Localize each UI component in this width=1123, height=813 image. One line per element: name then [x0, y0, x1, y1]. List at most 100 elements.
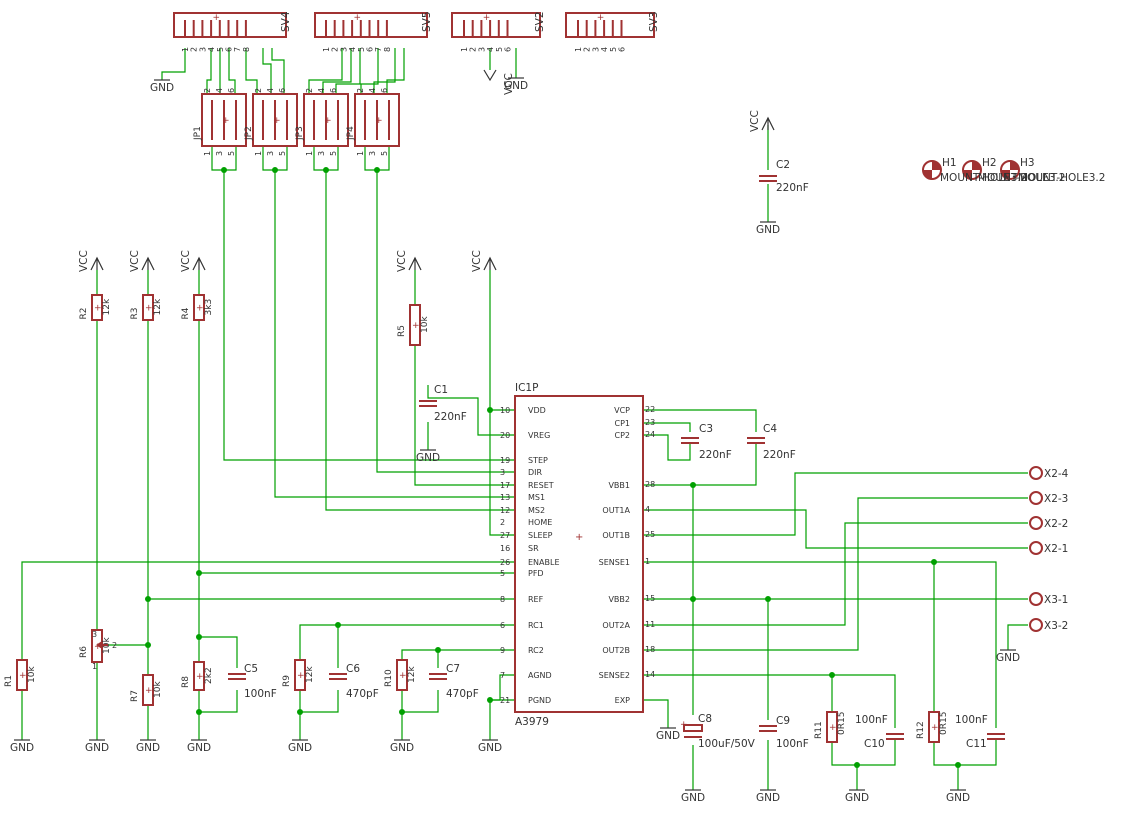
ic-pin-label: ENABLE	[528, 558, 560, 567]
resistor-body	[396, 659, 408, 691]
header-pin-label: 2	[583, 47, 592, 52]
header-pin-label: 3	[477, 47, 486, 52]
resistor-name: R7	[130, 690, 140, 702]
jumper-pin-label-top: 4	[215, 88, 224, 93]
capacitor-value: 220nF	[763, 449, 796, 461]
gnd-label: GND	[187, 742, 211, 754]
ic-pin-label: VBB2	[608, 595, 630, 604]
header-pin-label: 6	[618, 47, 627, 52]
header-pin-label: 1	[460, 47, 469, 52]
gnd-label: GND	[756, 792, 780, 804]
header-pin-label: 4	[600, 47, 609, 52]
ic-pin-label: MS1	[528, 493, 545, 502]
vcc-label: VCC	[180, 250, 192, 272]
ic-pin-number: 21	[500, 696, 510, 705]
capacitor-name: C8	[698, 713, 712, 725]
mount-hole-name: H1	[942, 157, 957, 169]
resistor-value: 12k	[407, 666, 417, 683]
header-pin-label: 5	[495, 47, 504, 52]
resistor-value: 2k2	[204, 667, 214, 684]
capacitor-plate	[683, 724, 703, 732]
resistor-value: 12k	[305, 666, 315, 683]
resistor-name: R10	[384, 669, 394, 687]
ic-pin-number: 28	[645, 480, 655, 489]
header-pin-label: 6	[225, 47, 234, 52]
jumper-pin-label-bottom: 3	[317, 151, 326, 156]
jumper-name: JP3	[295, 126, 305, 141]
mount-hole-quadrant	[1001, 170, 1010, 179]
capacitor-name: C5	[244, 663, 258, 675]
capacitor-name: C2	[776, 159, 790, 171]
ic-pin-number: 14	[645, 670, 655, 679]
jumper-pin-label-top: 2	[254, 88, 263, 93]
ic-pin-label: SENSE2	[599, 671, 630, 680]
resistor-value: 12k	[102, 298, 112, 315]
resistor-origin: +	[196, 672, 204, 682]
header-pin-label: 6	[366, 47, 375, 52]
gnd-label: GND	[288, 742, 312, 754]
ic-pin-number: 2	[500, 518, 505, 527]
ic-pin-number: 11	[645, 620, 655, 629]
header-origin: +	[597, 13, 605, 23]
header-sv2: SV2	[451, 11, 546, 38]
r6-pin-3: 3	[92, 630, 97, 639]
ic-pin-number: 5	[500, 569, 505, 578]
gnd-label: GND	[946, 792, 970, 804]
resistor-name: R3	[130, 308, 140, 320]
ic-pin-number: 18	[645, 645, 655, 654]
resistor-body	[16, 659, 28, 691]
ic-pin-label: AGND	[528, 671, 552, 680]
junctions	[145, 167, 961, 768]
connector-label: X3-2	[1044, 620, 1068, 632]
resistor-name: R11	[814, 721, 824, 739]
header-pin-label: 2	[190, 47, 199, 52]
header-pin-label: 2	[331, 47, 340, 52]
capacitor-name: C4	[763, 423, 777, 435]
ic-pin-label: VREG	[528, 431, 550, 440]
resistor-origin: +	[196, 304, 204, 314]
header-origin: +	[212, 13, 220, 23]
jumper-pin-label-top: 2	[305, 88, 314, 93]
ic-pin-label: VCP	[614, 406, 630, 415]
mount-hole-quadrant	[972, 161, 981, 170]
resistor-name: R1	[4, 675, 14, 687]
header-pin-label: 3	[339, 47, 348, 52]
ic-pin-label: SENSE1	[599, 558, 630, 567]
jumper-origin: +	[222, 116, 230, 126]
resistor-origin: +	[399, 671, 407, 681]
jumper-body	[354, 93, 400, 147]
resistor-name: R6	[79, 646, 89, 658]
jumper-pin-label-top: 4	[317, 88, 326, 93]
jumper-pin-label-bottom: 1	[254, 151, 263, 156]
capacitor-value: 470pF	[346, 688, 379, 700]
ic-pin-label: PGND	[528, 696, 551, 705]
capacitor-name: C6	[346, 663, 360, 675]
header-origin: +	[483, 13, 491, 23]
ic-pin-label: CP1	[615, 419, 631, 428]
header-pin-label: 4	[486, 47, 495, 52]
resistor-origin: +	[94, 304, 102, 314]
resistor-body	[193, 661, 205, 691]
header-sv2-name: SV2	[534, 11, 546, 32]
resistor-origin: +	[94, 642, 102, 652]
jumper-pin-label-bottom: 3	[215, 151, 224, 156]
ic-pin-label: VBB1	[608, 481, 630, 490]
header-sv3-name: SV3	[648, 11, 660, 32]
ic-pin-label: RC1	[528, 621, 544, 630]
mount-hole-label: MOUNT-HOLE3.2	[940, 172, 1027, 184]
resistor-body	[409, 304, 421, 346]
header-pin-label: 3	[198, 47, 207, 52]
vcc-label: VCC	[471, 250, 483, 272]
header-pin-label: 1	[322, 47, 331, 52]
jumper-pin-label-bottom: 5	[329, 151, 338, 156]
ic-pin-number: 13	[500, 493, 510, 502]
resistor-body	[928, 711, 940, 743]
resistor-origin: +	[412, 321, 420, 331]
resistor-origin: +	[931, 723, 939, 733]
connector-pin	[1029, 541, 1043, 555]
connector-pin	[1029, 592, 1043, 606]
mount-hole-quadrant	[1010, 161, 1019, 170]
ic-a3979: IC1P A3979 +	[514, 382, 644, 728]
